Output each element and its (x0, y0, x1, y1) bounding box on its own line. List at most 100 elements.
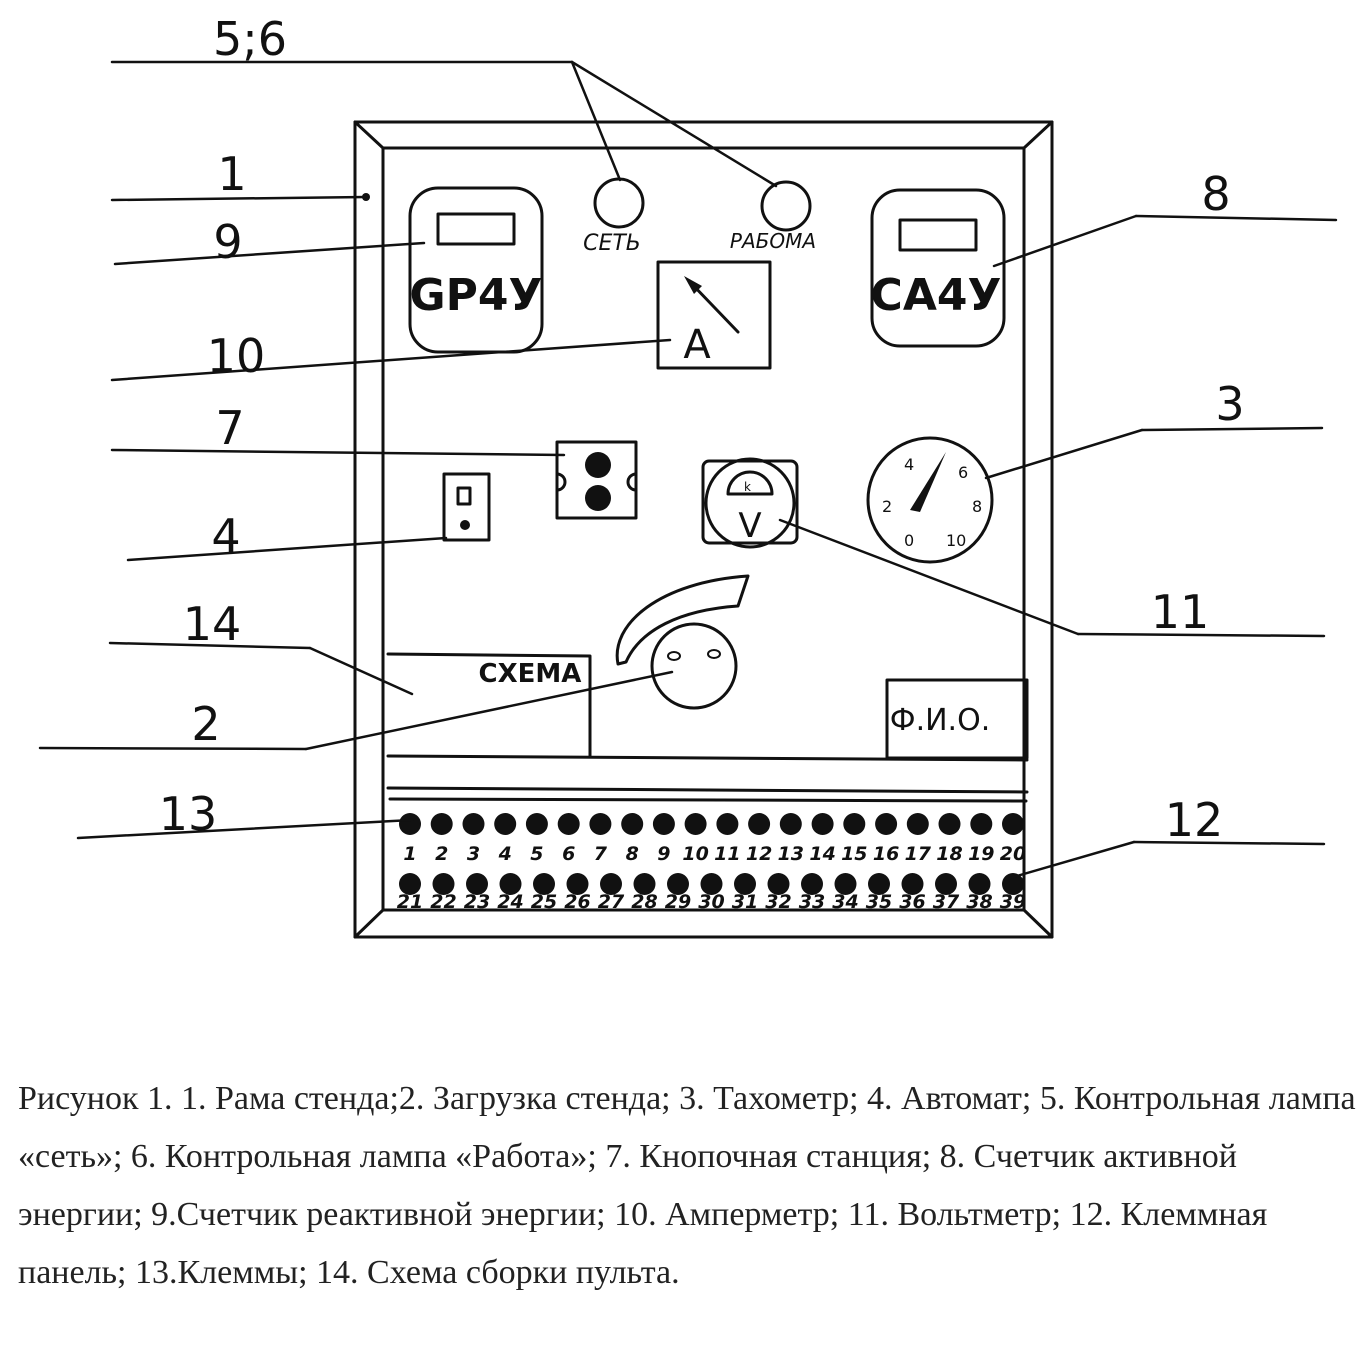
terminal-label-14: 14 (809, 843, 835, 865)
terminal-32 (767, 873, 790, 895)
tacho-label-6: 6 (958, 463, 968, 482)
terminal-panel (388, 797, 1028, 803)
callout-numbers: 5;6 1 9 10 7 4 14 2 13 8 3 11 12 (159, 12, 1245, 847)
callout-13: 13 (159, 787, 218, 841)
terminal-26 (566, 873, 589, 895)
terminal-34 (834, 873, 857, 895)
terminal-22 (432, 873, 455, 895)
terminal-label-7: 7 (594, 843, 608, 865)
terminal-31 (734, 873, 756, 895)
terminal-15 (843, 813, 866, 835)
terminal-label-33: 33 (799, 891, 825, 913)
terminal-20 (1002, 813, 1024, 835)
fio-label: Ф.И.О. (890, 703, 991, 738)
callout-14: 14 (183, 597, 242, 651)
tacho-label-0: 0 (904, 531, 914, 550)
terminal-label-31: 31 (732, 891, 758, 913)
callout-1: 1 (217, 147, 246, 201)
lamp-network: СЕТЬ (583, 177, 645, 256)
terminal-label-12: 12 (746, 843, 772, 865)
terminal-label-18: 18 (936, 843, 962, 865)
terminal-18 (938, 813, 961, 835)
terminal-label-35: 35 (866, 891, 892, 913)
callout-10: 10 (207, 329, 266, 383)
terminal-33 (801, 873, 823, 895)
terminal-3 (462, 813, 485, 835)
scheme-area: СХЕМА (386, 652, 592, 758)
terminal-label-20: 20 (1000, 843, 1026, 865)
terminal-16 (875, 813, 898, 835)
callout-11: 11 (1151, 585, 1210, 639)
tacho-label-2: 2 (882, 497, 892, 516)
terminal-label-37: 37 (933, 891, 960, 913)
terminal-label-38: 38 (966, 891, 992, 913)
active-energy-meter: СА4У (870, 188, 1006, 348)
terminal-6 (557, 813, 580, 835)
terminal-label-15: 15 (841, 843, 867, 865)
terminal-label-6: 6 (562, 843, 575, 865)
terminal-8 (621, 813, 644, 835)
terminal-label-9: 9 (657, 843, 670, 865)
ammeter-symbol: A (683, 322, 711, 368)
terminal-14 (811, 813, 834, 835)
callout-12: 12 (1165, 793, 1224, 847)
terminal-label-22: 22 (430, 891, 456, 913)
terminal-label-29: 29 (665, 891, 691, 913)
terminal-30 (700, 873, 723, 895)
terminal-25 (533, 873, 555, 895)
terminal-label-24: 24 (497, 891, 523, 913)
terminal-label-26: 26 (564, 891, 590, 913)
terminal-label-16: 16 (873, 843, 899, 865)
terminal-24 (499, 873, 522, 895)
terminal-label-39: 39 (1000, 891, 1026, 913)
terminal-2 (430, 813, 453, 835)
terminal-28 (633, 873, 656, 895)
load-regulator (615, 574, 750, 710)
terminal-label-8: 8 (626, 843, 639, 865)
terminal-17 (906, 813, 929, 835)
fio-box: Ф.И.О. (885, 678, 1029, 760)
terminal-29 (667, 873, 689, 895)
terminal-9 (652, 813, 675, 835)
callout-9: 9 (213, 215, 242, 269)
terminal-label-10: 10 (682, 843, 708, 865)
lamp-work-label: РАБОМА (730, 229, 816, 253)
terminal-38 (968, 873, 991, 895)
terminal-39 (1002, 873, 1024, 895)
leader-lines (38, 60, 1338, 880)
terminal-7 (589, 813, 612, 835)
reactive-energy-meter: GР4У (408, 186, 544, 354)
terminal-label-30: 30 (698, 891, 724, 913)
callout-3: 3 (1215, 377, 1244, 431)
terminal-21 (399, 873, 421, 895)
terminal-label-27: 27 (598, 891, 625, 913)
figure-caption: Рисунок 1. 1. Рама стенда;2. Загрузка ст… (18, 1080, 1356, 1291)
tachometer: 4 6 2 8 0 10 (866, 436, 994, 564)
lamp-network-label: СЕТЬ (583, 231, 641, 256)
stand-frame (353, 120, 1054, 939)
active-meter-label: СА4У (871, 270, 1002, 321)
terminal-label-4: 4 (498, 843, 512, 865)
terminal-label-1: 1 (403, 843, 416, 865)
terminal-4 (494, 813, 517, 835)
terminal-label-28: 28 (631, 891, 657, 913)
ammeter: A (656, 260, 772, 370)
terminal-label-23: 23 (464, 891, 490, 913)
callout-7: 7 (215, 401, 244, 455)
terminal-37 (935, 873, 957, 895)
scheme-label: СХЕМА (479, 659, 582, 689)
voltmeter: k V (701, 457, 799, 549)
terminal-label-11: 11 (714, 843, 740, 865)
terminal-label-36: 36 (899, 891, 925, 913)
terminal-label-19: 19 (968, 843, 994, 865)
terminal-label-17: 17 (905, 843, 932, 865)
tacho-label-8: 8 (972, 497, 982, 516)
voltmeter-symbol: V (738, 506, 761, 546)
callout-2: 2 (191, 697, 220, 751)
button-station (555, 440, 638, 520)
lamp-work: РАБОМА (730, 180, 816, 253)
terminal-label-2: 2 (435, 843, 448, 865)
callout-4: 4 (211, 509, 240, 563)
